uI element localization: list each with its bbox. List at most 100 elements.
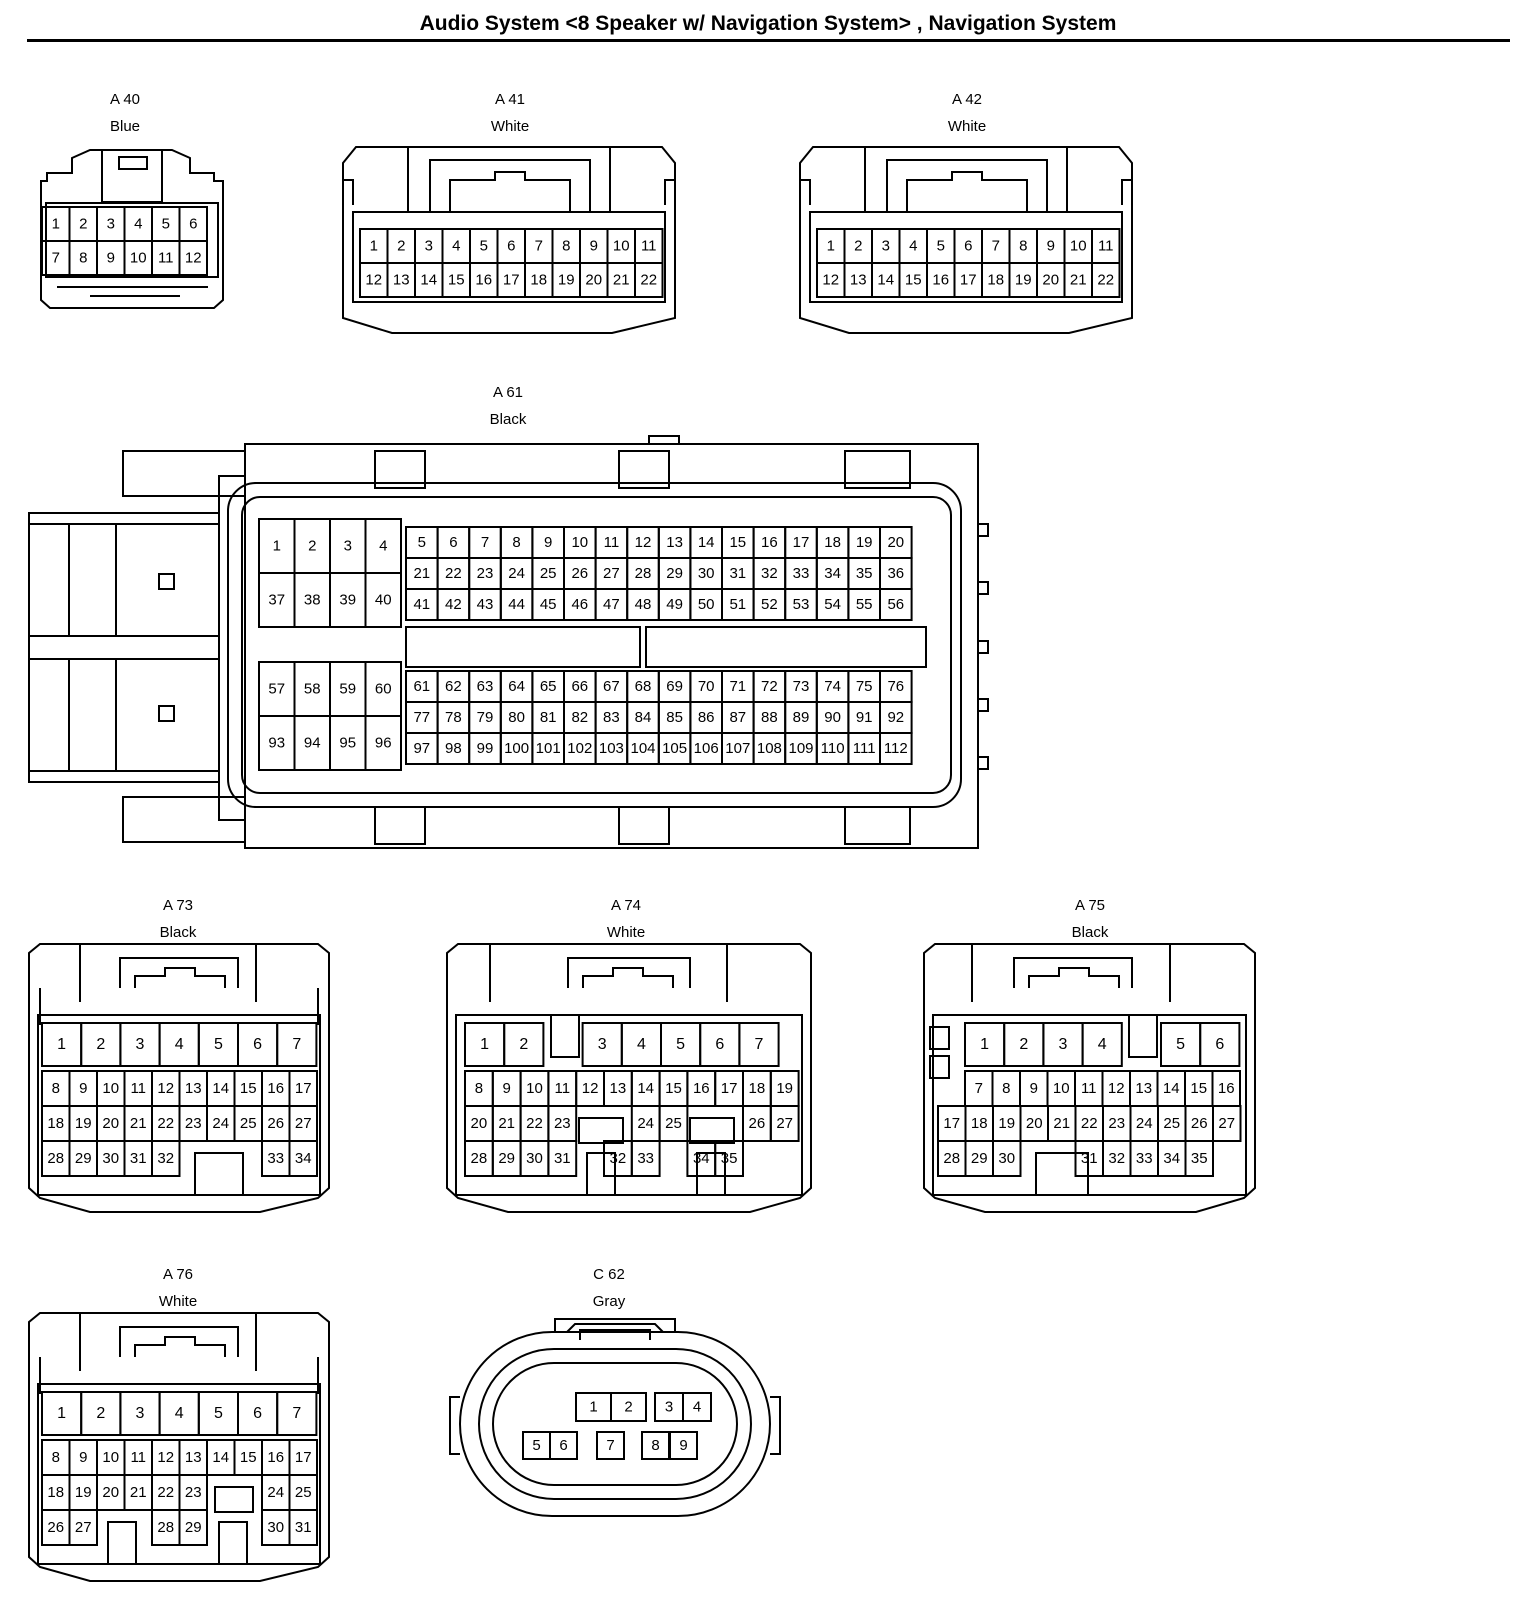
pin-label-a61-21: 21 — [413, 565, 430, 582]
pin-label-a61-4: 4 — [379, 538, 387, 555]
pin-label-a61-82: 82 — [571, 709, 588, 726]
connector-id-a61: A 61 — [492, 384, 524, 401]
pin-cell-c62-6 — [549, 1431, 578, 1460]
pin-label-a74-21: 21 — [498, 1115, 515, 1132]
pin-label-a74-20: 20 — [471, 1115, 488, 1132]
pin-label-a74-32: 32 — [610, 1150, 627, 1167]
pin-label-a75-10: 10 — [1053, 1080, 1070, 1097]
pin-label-a74-2: 2 — [519, 1036, 528, 1053]
pin-label-a75-6: 6 — [1215, 1036, 1224, 1053]
pin-label-a76-30: 30 — [267, 1519, 284, 1536]
pin-label-a61-80: 80 — [508, 709, 525, 726]
pin-label-a61-107: 107 — [725, 740, 750, 757]
pin-label-a73-19: 19 — [75, 1115, 92, 1132]
pin-label-a76-5: 5 — [214, 1405, 223, 1422]
pin-label-a76-27: 27 — [75, 1519, 92, 1536]
pin-label-a74-23: 23 — [554, 1115, 571, 1132]
pin-cell-a76-7 — [276, 1391, 318, 1436]
pin-label-a61-53: 53 — [793, 596, 810, 613]
pin-label-a61-106: 106 — [694, 740, 719, 757]
pin-label-a40-9: 9 — [107, 250, 115, 267]
pin-label-a73-27: 27 — [295, 1115, 312, 1132]
pin-label-a61-39: 39 — [339, 592, 356, 609]
connector-color-a41: White — [490, 118, 530, 135]
pin-label-a73-20: 20 — [102, 1115, 119, 1132]
pin-label-a73-23: 23 — [185, 1115, 202, 1132]
title-divider — [27, 39, 1510, 42]
connector-a75-housing — [923, 943, 1256, 1213]
pin-label-a61-23: 23 — [477, 565, 494, 582]
pin-label-a73-18: 18 — [47, 1115, 64, 1132]
pin-label-a73-17: 17 — [295, 1080, 312, 1097]
pin-label-a41-21: 21 — [613, 272, 630, 289]
pin-cell-a74-25 — [658, 1105, 689, 1142]
pin-label-a61-87: 87 — [729, 709, 746, 726]
pin-label-a73-9: 9 — [79, 1080, 87, 1097]
pin-label-a73-14: 14 — [212, 1080, 229, 1097]
pin-label-a61-79: 79 — [477, 709, 494, 726]
pin-cell-a73-32 — [151, 1140, 181, 1177]
pin-label-a61-69: 69 — [666, 678, 683, 695]
pin-label-a61-44: 44 — [508, 596, 525, 613]
pin-label-a40-10: 10 — [130, 250, 147, 267]
pin-label-a42-18: 18 — [987, 272, 1004, 289]
pin-label-a61-22: 22 — [445, 565, 462, 582]
pin-label-a61-57: 57 — [268, 681, 285, 698]
pin-cell-c62-2 — [610, 1392, 647, 1422]
pin-label-a61-11: 11 — [604, 534, 620, 551]
pin-label-a73-6: 6 — [253, 1036, 262, 1053]
connector-id-a40: A 40 — [109, 91, 141, 108]
pin-label-a40-1: 1 — [52, 216, 60, 233]
pin-label-a73-28: 28 — [47, 1150, 64, 1167]
pin-label-a76-20: 20 — [102, 1484, 119, 1501]
page-title: Audio System <8 Speaker w/ Navigation Sy… — [419, 12, 1117, 35]
pin-label-a61-40: 40 — [375, 592, 392, 609]
connector-a42-housing — [799, 146, 1133, 334]
pin-label-a75-12: 12 — [1108, 1080, 1125, 1097]
pin-label-a75-5: 5 — [1176, 1036, 1185, 1053]
pin-label-a61-2: 2 — [308, 538, 316, 555]
pin-label-a61-13: 13 — [666, 534, 683, 551]
pin-label-a61-25: 25 — [540, 565, 557, 582]
pin-label-a41-18: 18 — [530, 272, 547, 289]
pin-label-a74-10: 10 — [526, 1080, 543, 1097]
pin-label-a73-29: 29 — [75, 1150, 92, 1167]
pin-label-a75-33: 33 — [1136, 1150, 1153, 1167]
pin-label-a75-19: 19 — [998, 1115, 1015, 1132]
pin-label-a74-13: 13 — [610, 1080, 627, 1097]
pin-cell-a76-29 — [178, 1509, 208, 1546]
pin-label-a76-3: 3 — [136, 1405, 145, 1422]
pin-label-a61-89: 89 — [793, 709, 810, 726]
pin-cell-a74-2 — [503, 1022, 545, 1067]
pin-label-a41-5: 5 — [480, 238, 488, 255]
pin-label-a42-15: 15 — [905, 272, 922, 289]
pin-label-a73-7: 7 — [292, 1036, 301, 1053]
pin-label-a61-98: 98 — [445, 740, 462, 757]
pin-label-a41-3: 3 — [425, 238, 433, 255]
pin-label-a76-1: 1 — [57, 1405, 66, 1422]
pin-label-a42-5: 5 — [937, 238, 945, 255]
pin-label-a75-9: 9 — [1030, 1080, 1038, 1097]
pin-label-a61-75: 75 — [856, 678, 873, 695]
pin-cell-a74-7 — [738, 1022, 780, 1067]
pin-label-a61-14: 14 — [698, 534, 715, 551]
pin-label-a41-1: 1 — [370, 238, 378, 255]
pin-label-a73-12: 12 — [157, 1080, 174, 1097]
pin-label-a41-7: 7 — [535, 238, 543, 255]
pin-label-a41-22: 22 — [640, 272, 657, 289]
pin-label-c62-5: 5 — [532, 1437, 540, 1454]
pin-label-a61-65: 65 — [540, 678, 557, 695]
pin-label-a73-5: 5 — [214, 1036, 223, 1053]
pin-label-a75-27: 27 — [1218, 1115, 1235, 1132]
pin-label-a42-14: 14 — [877, 272, 894, 289]
pin-label-a76-17: 17 — [295, 1449, 312, 1466]
pin-label-a61-111: 111 — [853, 740, 876, 757]
pin-label-a61-84: 84 — [635, 709, 652, 726]
pin-label-a42-6: 6 — [964, 238, 972, 255]
pin-label-a75-34: 34 — [1163, 1150, 1180, 1167]
pin-label-a73-22: 22 — [157, 1115, 174, 1132]
connector-id-a76: A 76 — [162, 1266, 194, 1283]
pin-label-a61-15: 15 — [729, 534, 746, 551]
pin-label-a61-72: 72 — [761, 678, 778, 695]
pin-label-a73-30: 30 — [102, 1150, 119, 1167]
